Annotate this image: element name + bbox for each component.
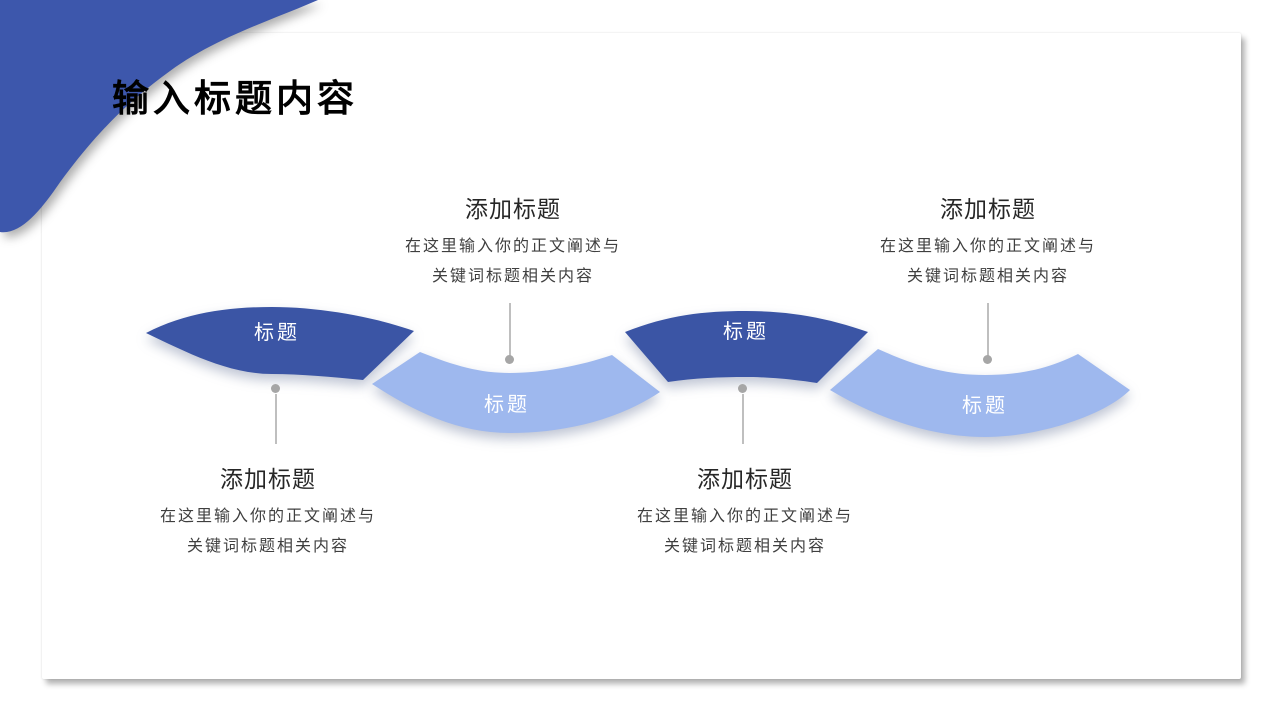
callout-heading: 添加标题 — [940, 196, 1036, 222]
connector-line-top-middle — [509, 303, 511, 357]
callout-top-right: 添加标题 在这里输入你的正文阐述与 关键词标题相关内容 — [848, 195, 1128, 292]
corner-accent-shape — [0, 0, 318, 233]
callout-bottom-middle: 添加标题 在这里输入你的正文阐述与 关键词标题相关内容 — [605, 465, 885, 562]
callout-body-line2: 关键词标题相关内容 — [663, 538, 826, 555]
callout-bottom-left: 添加标题 在这里输入你的正文阐述与 关键词标题相关内容 — [128, 465, 408, 562]
callout-body-line2: 关键词标题相关内容 — [906, 268, 1069, 285]
callout-heading: 添加标题 — [465, 196, 561, 222]
connector-line-bottom-middle — [742, 394, 744, 444]
slide-title: 输入标题内容 — [112, 78, 358, 119]
callout-body-line1: 在这里输入你的正文阐述与 — [159, 508, 376, 525]
connector-line-top-right — [987, 303, 989, 357]
wave-segment-3-label: 标题 — [723, 321, 769, 343]
connector-dot-bottom-left — [271, 384, 280, 393]
connector-dot-bottom-middle — [738, 384, 747, 393]
wave-segment-1 — [146, 307, 414, 380]
callout-top-middle: 添加标题 在这里输入你的正文阐述与 关键词标题相关内容 — [373, 195, 653, 292]
wave-segment-4-label: 标题 — [962, 395, 1008, 417]
callout-body-line2: 关键词标题相关内容 — [431, 268, 594, 285]
callout-body-line1: 在这里输入你的正文阐述与 — [879, 238, 1096, 255]
corner-accent-path — [0, 0, 318, 233]
connector-dot-top-right — [983, 355, 992, 364]
wave-segment-2-label: 标题 — [484, 394, 530, 416]
callout-heading: 添加标题 — [697, 466, 793, 492]
wave-segment-3 — [625, 311, 868, 383]
wave-segment-2 — [372, 352, 660, 433]
connector-line-bottom-left — [275, 394, 277, 444]
callout-body-line1: 在这里输入你的正文阐述与 — [404, 238, 621, 255]
wave-segment-4 — [830, 349, 1130, 437]
callout-body-line1: 在这里输入你的正文阐述与 — [636, 508, 853, 525]
connector-dot-top-middle — [505, 355, 514, 364]
callout-body-line2: 关键词标题相关内容 — [186, 538, 349, 555]
wave-segment-1-label: 标题 — [254, 322, 300, 344]
callout-heading: 添加标题 — [220, 466, 316, 492]
wave-ribbon-diagram — [146, 307, 1130, 437]
